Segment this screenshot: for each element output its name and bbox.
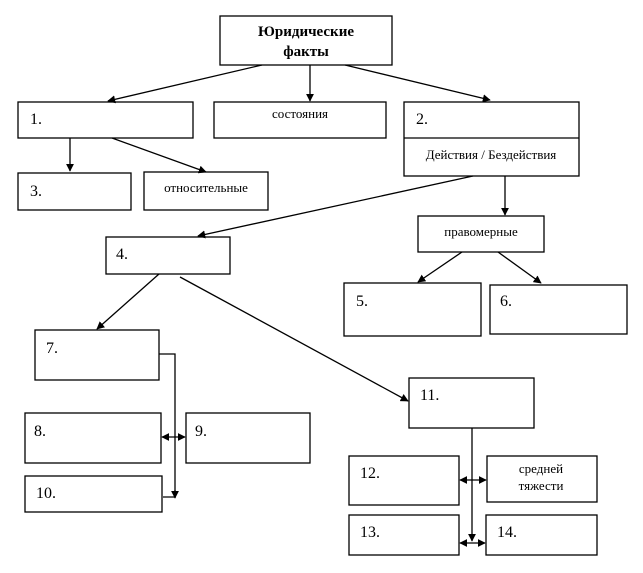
box-8: 8. xyxy=(24,412,162,464)
box-medium: средней тяжести xyxy=(486,455,598,503)
box-3: 3. xyxy=(17,172,132,211)
box-6: 6. xyxy=(489,284,628,335)
box-1: 1. xyxy=(17,101,194,139)
root-box: Юридические факты xyxy=(219,15,393,66)
arrow-lawful-to-5 xyxy=(417,251,463,283)
box-10-label: 10. xyxy=(36,485,56,502)
arrow-4-to-7 xyxy=(96,273,160,330)
box-relative: относительные xyxy=(143,171,269,211)
arrow-lawful-to-6 xyxy=(497,251,542,284)
line-7-to-10 xyxy=(159,353,176,498)
arrow-4-to-11 xyxy=(179,276,409,402)
box-1-label: 1. xyxy=(30,111,42,128)
box-2-label: 2. xyxy=(416,111,428,128)
box-medium-line2: тяжести xyxy=(519,478,564,493)
box-7: 7. xyxy=(34,329,160,381)
box-9-label: 9. xyxy=(195,423,207,440)
box-lawful: правомерные xyxy=(417,215,545,253)
box-13-label: 13. xyxy=(360,524,380,541)
arrow-2-to-4 xyxy=(197,175,474,239)
box-14-label: 14. xyxy=(497,524,517,541)
box-14: 14. xyxy=(485,514,598,556)
box-8-label: 8. xyxy=(34,423,46,440)
box-states-label: состояния xyxy=(272,106,328,121)
box-11: 11. xyxy=(408,377,535,429)
box-5-label: 5. xyxy=(356,293,368,310)
box-7-label: 7. xyxy=(46,340,58,357)
connectors xyxy=(66,64,542,547)
box-states: состояния xyxy=(213,101,387,139)
box-4-label: 4. xyxy=(116,246,128,263)
box-medium-line1: средней xyxy=(519,461,563,476)
root-title-line2: факты xyxy=(283,44,329,60)
box-6-label: 6. xyxy=(500,293,512,310)
box-4: 4. xyxy=(105,236,231,275)
box-11-label: 11. xyxy=(420,387,439,404)
arrow-1-to-relative xyxy=(111,137,207,174)
box-lawful-label: правомерные xyxy=(444,224,518,239)
box-relative-label: относительные xyxy=(164,180,248,195)
box-10: 10. xyxy=(24,475,163,513)
box-13: 13. xyxy=(348,514,460,556)
box-3-label: 3. xyxy=(30,183,42,200)
arrow-root-to-1 xyxy=(107,64,263,104)
arrow-root-to-2 xyxy=(344,64,491,103)
root-title-line1: Юридические xyxy=(258,24,354,40)
box-9: 9. xyxy=(185,412,311,464)
box-actions-label: Действия / Бездействия xyxy=(426,147,557,162)
box-12-label: 12. xyxy=(360,465,380,482)
box-2: 2. Действия / Бездействия xyxy=(403,101,580,177)
box-5: 5. xyxy=(343,282,482,337)
box-12: 12. xyxy=(348,455,460,506)
